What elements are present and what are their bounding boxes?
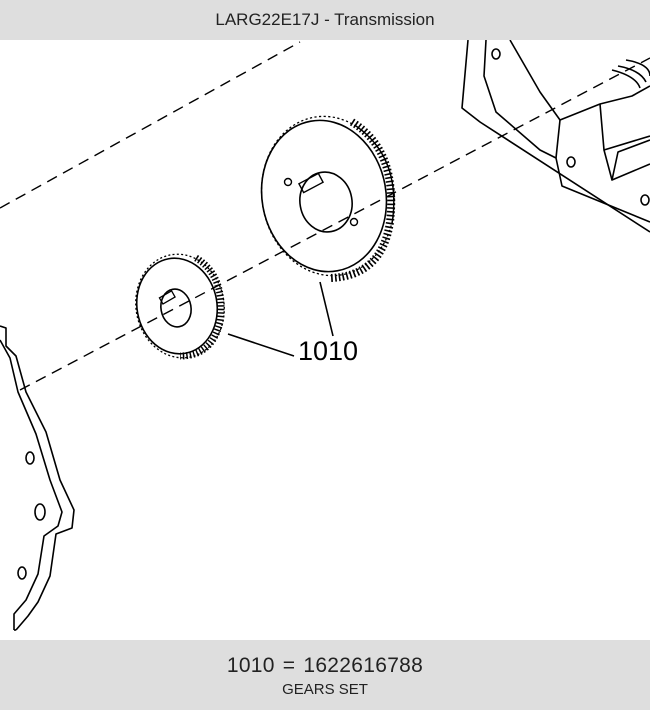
part-description: GEARS SET xyxy=(282,680,368,698)
leader-line-large-gear xyxy=(319,281,334,337)
page-title: LARG22E17J - Transmission xyxy=(215,10,435,29)
callout-label-1010[interactable]: 1010 xyxy=(298,336,358,366)
part-info-bar: 1010 = 1622616788 GEARS SET xyxy=(0,640,650,710)
small-gear xyxy=(135,253,225,360)
large-gear xyxy=(260,115,396,282)
leader-line-small-gear xyxy=(227,333,295,357)
assembly-axis-upper xyxy=(0,41,301,209)
assembly-axis-lower xyxy=(19,57,650,391)
equals-sign: = xyxy=(282,653,296,677)
housing-left xyxy=(0,325,75,631)
parts-diagram[interactable]: 1010 xyxy=(0,40,650,640)
part-number: 1622616788 xyxy=(303,653,424,677)
exploded-view-drawing: 1010 xyxy=(0,40,650,631)
page-header: LARG22E17J - Transmission xyxy=(0,0,650,40)
part-reference-line: 1010 = 1622616788 xyxy=(227,653,423,679)
part-ref: 1010 xyxy=(226,653,275,677)
housing-right xyxy=(461,40,650,233)
